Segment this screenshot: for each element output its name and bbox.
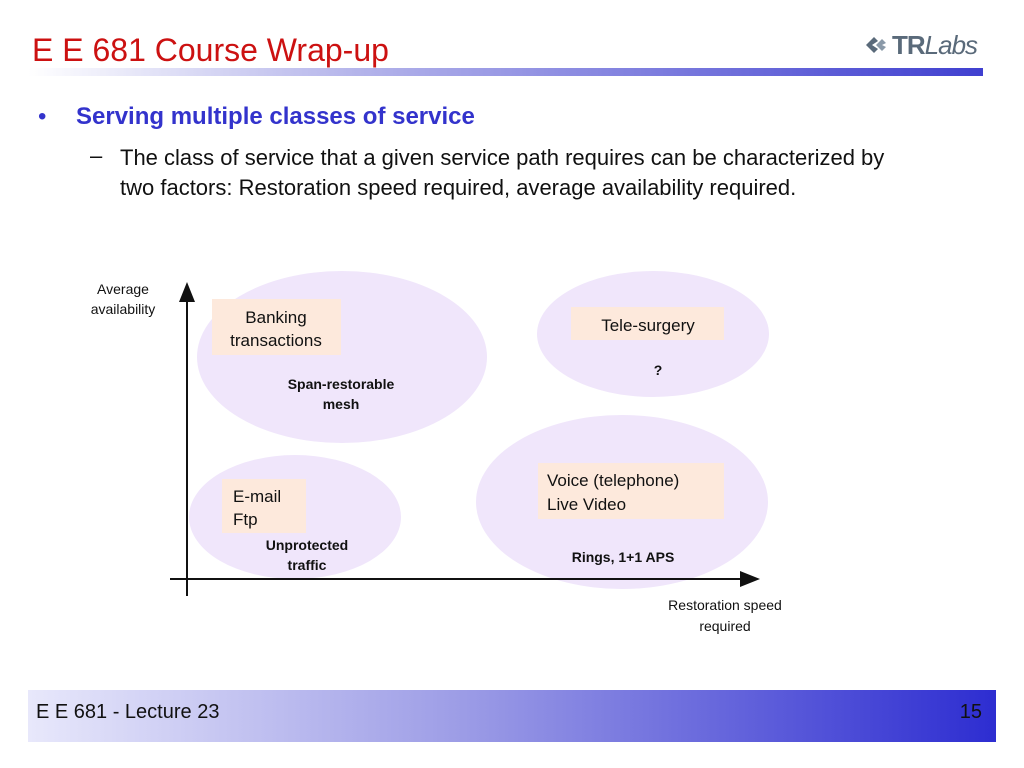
- footer-lecture: E E 681 - Lecture 23: [36, 701, 220, 723]
- y-axis-label-line2: availability: [91, 301, 156, 317]
- title-rule: [28, 68, 983, 76]
- sub-bullet-text: The class of service that a given servic…: [120, 145, 885, 200]
- slide-title: E E 681 Course Wrap-up: [32, 32, 389, 68]
- tele-caption: ?: [654, 362, 663, 378]
- slide-footer: E E 681 - Lecture 23 15: [28, 690, 996, 742]
- x-axis-label-line1: Restoration speed: [668, 597, 782, 613]
- email-caption-line1: Unprotected: [266, 537, 348, 553]
- span-caption-line2: mesh: [323, 396, 360, 412]
- tele-label: Tele-surgery: [601, 316, 695, 335]
- main-bullet: Serving multiple classes of service: [76, 103, 475, 130]
- email-label-line1: E-mail: [233, 487, 281, 506]
- trlabs-logo: TRLabs: [864, 28, 978, 62]
- banking-label-line1: Banking: [245, 308, 306, 327]
- sub-bullet-dash: –: [90, 143, 103, 168]
- voice-label-line1: Voice (telephone): [547, 471, 679, 490]
- cos-diagram: Average availability Restoration speed r…: [91, 271, 782, 634]
- bullet-marker: •: [38, 103, 47, 130]
- voice-label-line2: Live Video: [547, 495, 626, 514]
- x-axis-label-line2: required: [699, 618, 750, 634]
- email-label-line2: Ftp: [233, 510, 258, 529]
- banking-box: [212, 299, 341, 355]
- email-caption-line2: traffic: [288, 557, 327, 573]
- email-box: [222, 479, 306, 533]
- voice-box: [538, 463, 724, 519]
- span-caption-line1: Span-restorable: [288, 376, 395, 392]
- tele-box: [571, 307, 724, 340]
- trlabs-logo-icon: [866, 37, 886, 53]
- footer-page-number: 15: [959, 701, 982, 723]
- region-span-ellipse: [197, 271, 487, 443]
- y-axis-label-line1: Average: [97, 281, 149, 297]
- voice-caption: Rings, 1+1 APS: [572, 549, 675, 565]
- banking-label-line2: transactions: [230, 331, 322, 350]
- logo-text: TRLabs: [892, 29, 978, 60]
